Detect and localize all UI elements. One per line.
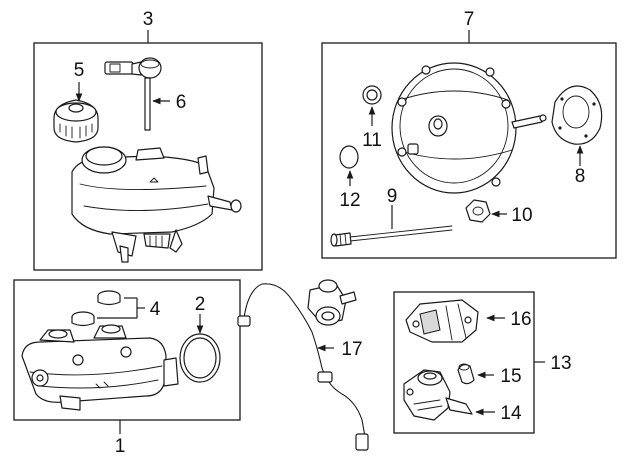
hex-nut (465, 199, 491, 223)
pressure-sensor (403, 369, 473, 421)
callout-1: 1 (115, 436, 126, 457)
master-cylinder (21, 324, 179, 411)
rubber-sleeve (457, 363, 475, 385)
callout-2: 2 (195, 294, 206, 315)
callout-4: 4 (150, 299, 161, 320)
callout-7: 7 (464, 9, 475, 30)
callout-14: 14 (500, 403, 522, 424)
callout-3: 3 (143, 9, 154, 30)
callout-17: 17 (341, 339, 362, 360)
callout-6: 6 (176, 92, 187, 113)
callout-16: 16 (510, 309, 531, 330)
callout-10: 10 (511, 205, 532, 226)
booster-group: 7 8 (321, 9, 617, 259)
callout-13: 13 (550, 353, 571, 374)
reservoir-cap (53, 99, 99, 143)
master-cylinder-group: 1 4 (13, 279, 241, 457)
callout-15: 15 (500, 366, 521, 387)
callout-5: 5 (74, 60, 85, 81)
seal-ring (339, 145, 359, 169)
brake-booster (391, 62, 547, 194)
reservoir-grommets (71, 290, 121, 327)
bracket-group: 13 16 15 14 (393, 291, 572, 434)
callout-8: 8 (575, 166, 586, 187)
level-sensor (104, 57, 162, 131)
callout-9: 9 (387, 186, 398, 207)
push-rod (330, 225, 453, 247)
booster-gasket (551, 85, 603, 145)
callout-12: 12 (339, 190, 360, 211)
mounting-bracket (405, 299, 479, 343)
reservoir-group: 3 5 6 (33, 9, 263, 271)
fluid-reservoir (71, 146, 242, 263)
master-cylinder-box (13, 279, 241, 421)
vacuum-hose (237, 279, 369, 451)
o-ring (179, 333, 221, 383)
grommet (362, 85, 382, 105)
callout-11: 11 (362, 130, 382, 151)
